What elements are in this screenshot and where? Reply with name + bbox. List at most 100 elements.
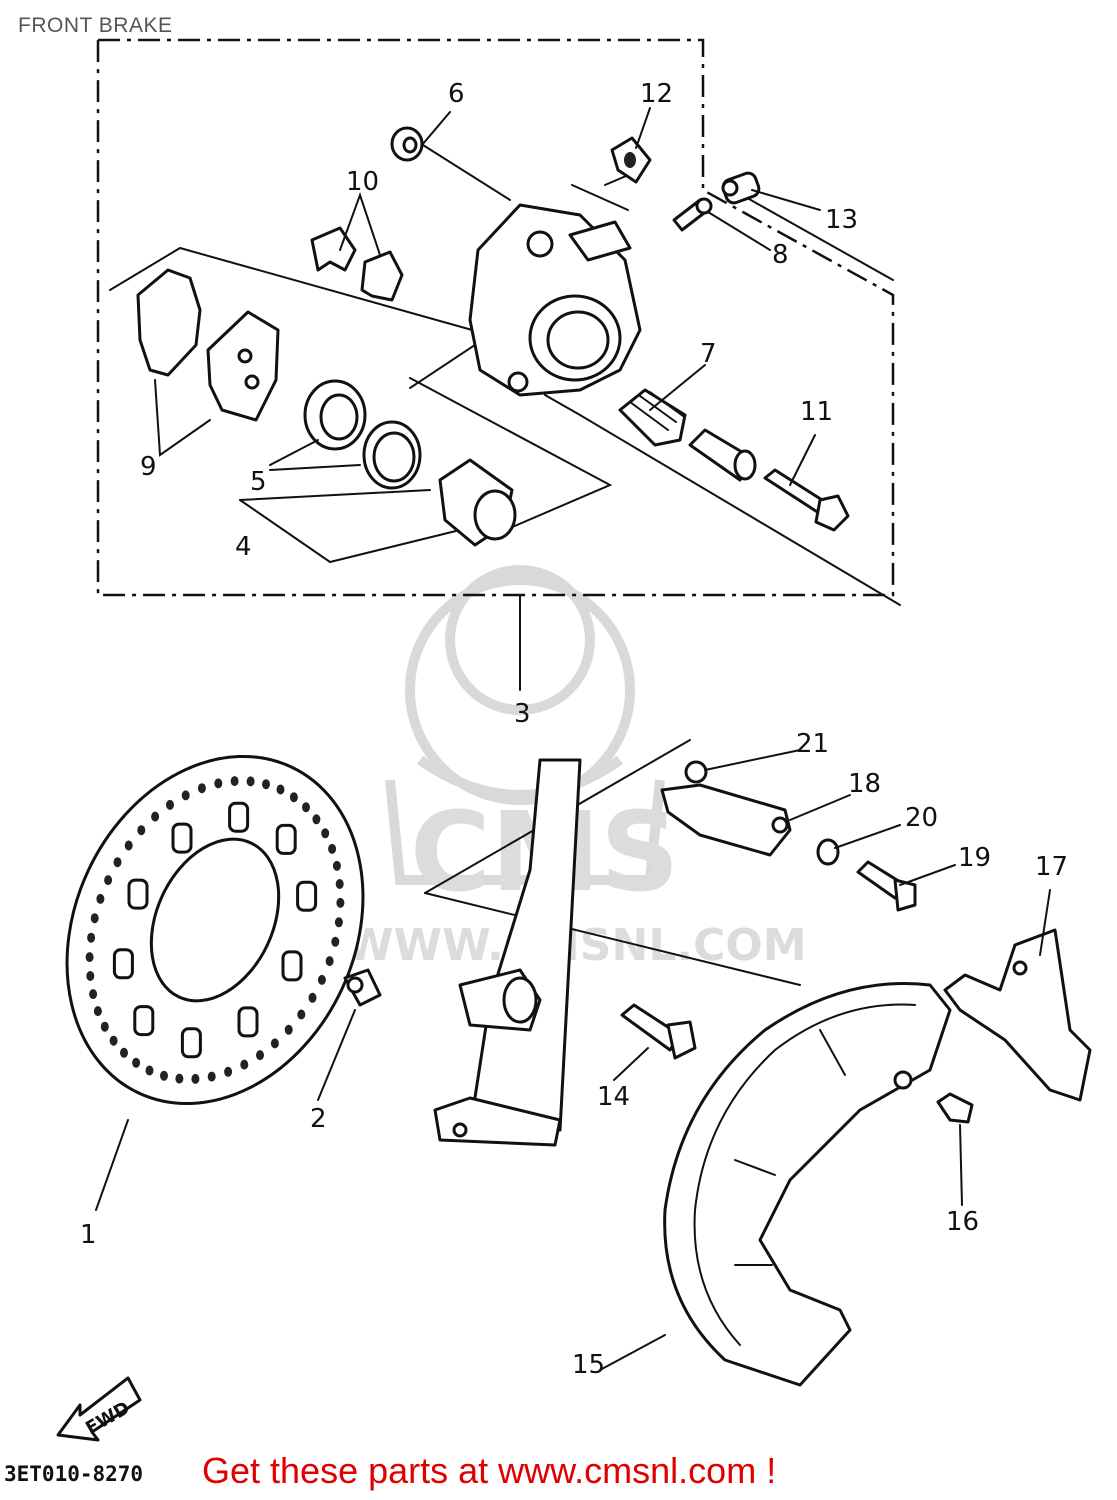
callout-9: 9 bbox=[140, 452, 157, 482]
disc-hole bbox=[302, 802, 310, 813]
disc-hole bbox=[297, 1009, 306, 1020]
part-8-bolt bbox=[672, 197, 713, 232]
callout-6: 6 bbox=[448, 79, 465, 109]
part-10-clips bbox=[310, 226, 404, 302]
disc-hole bbox=[93, 1006, 102, 1017]
disc-hole bbox=[113, 857, 122, 868]
part-18-guide bbox=[660, 783, 792, 857]
disc-hole bbox=[160, 1070, 168, 1081]
disc-hole bbox=[312, 814, 321, 825]
disc-hole bbox=[191, 1073, 200, 1084]
disc-hole bbox=[120, 1047, 128, 1058]
disc-hole bbox=[246, 776, 255, 787]
part-6-bushing bbox=[390, 126, 424, 162]
callout-13: 13 bbox=[825, 205, 858, 235]
callout-1: 1 bbox=[80, 1220, 97, 1250]
disc-hole bbox=[284, 1024, 293, 1035]
disc-hole bbox=[207, 1071, 216, 1082]
callout-4: 4 bbox=[235, 532, 252, 562]
part-20-washer bbox=[816, 838, 840, 866]
caliper-assembly-boundary bbox=[96, 38, 895, 597]
callout-8: 8 bbox=[772, 240, 789, 270]
disc-slot bbox=[127, 878, 149, 910]
disc-hole bbox=[137, 825, 146, 836]
disc-hole bbox=[90, 913, 99, 924]
disc-hole bbox=[151, 811, 160, 822]
disc-slot bbox=[296, 880, 318, 912]
disc-hole bbox=[331, 936, 340, 947]
disc-slot bbox=[171, 822, 193, 854]
disc-hole bbox=[87, 932, 96, 943]
fwd-arrow-icon: FWD bbox=[56, 1376, 142, 1442]
disc-hole bbox=[86, 971, 95, 981]
disc-slot bbox=[281, 950, 303, 982]
disc-hole bbox=[317, 974, 326, 985]
callout-17: 17 bbox=[1035, 852, 1068, 882]
disc-hole bbox=[328, 843, 337, 854]
watermark-url: WWW.CMSNL.COM bbox=[345, 920, 807, 971]
disc-hole bbox=[336, 897, 345, 908]
disc-hole bbox=[224, 1066, 233, 1077]
disc-hole bbox=[104, 875, 113, 886]
part-15-disc-cover bbox=[663, 981, 952, 1387]
part-5-seals bbox=[303, 379, 422, 490]
disc-hole bbox=[124, 840, 133, 851]
disc-hole bbox=[256, 1050, 264, 1061]
disc-hole bbox=[100, 1021, 109, 1032]
part-9-brake-pads bbox=[136, 268, 280, 422]
disc-hole bbox=[262, 779, 270, 790]
disc-hole bbox=[175, 1073, 184, 1084]
callout-5: 5 bbox=[250, 467, 267, 497]
disc-slot bbox=[133, 1005, 155, 1037]
disc-hole bbox=[334, 917, 343, 928]
page-title: FRONT BRAKE bbox=[18, 14, 173, 37]
callout-19: 19 bbox=[958, 843, 991, 873]
callout-2: 2 bbox=[310, 1104, 327, 1134]
callout-21: 21 bbox=[796, 729, 829, 759]
diagram-code: 3ET010-8270 bbox=[4, 1462, 144, 1486]
part-2-disc-bolt bbox=[343, 968, 382, 1007]
part-4-piston bbox=[438, 458, 517, 547]
fork-leg bbox=[433, 758, 582, 1147]
part-19-bolt bbox=[856, 860, 917, 912]
disc-hole bbox=[109, 1035, 118, 1046]
disc-slot bbox=[275, 823, 297, 855]
part-14-bolt bbox=[620, 1003, 697, 1060]
disc-slot bbox=[228, 801, 250, 833]
callout-7: 7 bbox=[700, 339, 717, 369]
part-16-screw bbox=[936, 1092, 974, 1124]
callout-18: 18 bbox=[848, 769, 881, 799]
disc-hole bbox=[145, 1065, 154, 1076]
disc-hole bbox=[197, 783, 206, 794]
disc-slot bbox=[237, 1006, 259, 1038]
disc-hole bbox=[181, 790, 190, 801]
caliper-body bbox=[468, 203, 642, 397]
disc-hole bbox=[89, 989, 98, 1000]
callout-14: 14 bbox=[597, 1082, 630, 1112]
part-7-boot bbox=[618, 388, 687, 447]
callout-11: 11 bbox=[800, 397, 833, 427]
callout-3: 3 bbox=[514, 699, 531, 729]
part-17-hose-guide bbox=[943, 928, 1092, 1102]
disc-hole bbox=[240, 1059, 249, 1070]
disc-hole bbox=[308, 992, 317, 1003]
callout-12: 12 bbox=[640, 79, 673, 109]
footer-link-text[interactable]: Get these parts at www.cmsnl.com ! bbox=[202, 1450, 777, 1491]
disc-hole bbox=[230, 776, 239, 787]
part-13-bleed-screw bbox=[721, 171, 761, 205]
disc-slot bbox=[112, 948, 134, 980]
callout-numbers: 6 12 10 13 8 7 11 9 5 4 3 21 18 20 19 17… bbox=[80, 79, 1068, 1380]
disc-slot bbox=[180, 1027, 202, 1059]
disc-hole bbox=[214, 778, 223, 789]
disc-hole bbox=[335, 879, 344, 889]
disc-hole bbox=[270, 1038, 279, 1049]
disc-hole bbox=[85, 952, 94, 963]
disc-hole bbox=[96, 893, 105, 904]
disc-hole bbox=[166, 799, 174, 810]
part-21-nut bbox=[684, 760, 708, 784]
watermark-logo: CMS WWW.CMSNL.COM bbox=[345, 565, 807, 971]
leader-lines bbox=[109, 139, 901, 986]
callout-leaders bbox=[95, 107, 1051, 1371]
callout-15: 15 bbox=[572, 1350, 605, 1380]
